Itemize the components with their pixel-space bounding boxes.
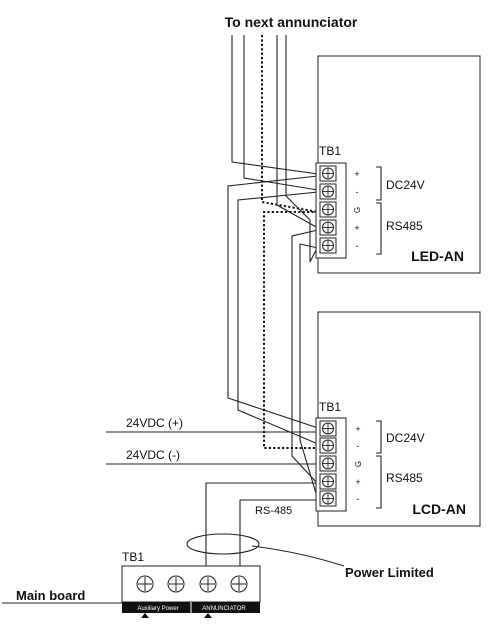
main-board-label: Main board: [16, 588, 85, 603]
main-terminal-3: [199, 575, 217, 593]
lcd-terminal-1: [319, 420, 337, 437]
lcd-tb1-label: TB1: [319, 400, 341, 414]
lcd-rs485-label: RS485: [386, 471, 423, 485]
led-mark-3: G: [353, 207, 362, 213]
power-limited-label: Power Limited: [345, 565, 434, 580]
wiring: [2, 35, 345, 604]
wire-dc-plus-top: [231, 35, 319, 175]
lcd-mark-5: -: [357, 494, 360, 504]
wire-shield-mid: [263, 211, 319, 466]
lcd-terminal-4: [319, 473, 337, 490]
to-next-annunciator-label: To next annunciator: [225, 14, 358, 30]
cable-bundle-ellipse: [186, 533, 260, 555]
vdc-minus-label: 24VDC (-): [126, 448, 180, 462]
rs485-wire-label: RS-485: [255, 505, 292, 517]
led-terminal-5: [319, 237, 337, 254]
power-limited-leader: [251, 545, 345, 567]
lcd-mark-3: G: [354, 461, 363, 467]
wire-rs485-a: [205, 482, 318, 568]
led-an-label: LED-AN: [411, 248, 464, 264]
led-terminal-2: [319, 183, 337, 200]
led-mark-5: -: [356, 241, 359, 251]
led-an-device: LED-AN TB1: [315, 55, 481, 274]
led-terminals: [319, 165, 337, 254]
wire-rs485-b: [239, 499, 318, 568]
lcd-rs-bracket: [376, 455, 382, 509]
lcd-terminal-3: [319, 455, 337, 472]
led-terminal-3: [319, 201, 337, 218]
led-rs485-label: RS485: [386, 219, 423, 233]
main-board-terminal-block: TB1 Aux: [121, 550, 261, 618]
lcd-terminal-5: [319, 490, 337, 507]
main-terminal-2: [167, 575, 185, 593]
main-terminals: [136, 575, 248, 593]
auxiliary-power-label: Auxiliary Power: [137, 606, 178, 612]
wire-rs-minus-mid: [299, 243, 319, 501]
vdc-plus-label: 24VDC (+): [126, 416, 183, 430]
aux-arrow-icon: [141, 613, 149, 618]
led-mark-2: -: [356, 187, 359, 197]
main-tb1-label: TB1: [122, 550, 144, 564]
led-rs-bracket: [376, 202, 382, 255]
lcd-mark-1: +: [355, 424, 360, 434]
lcd-dc-bracket: [376, 420, 382, 454]
lcd-an-label: LCD-AN: [412, 501, 466, 517]
led-dc24v-label: DC24V: [386, 178, 425, 192]
lcd-terminal-2: [319, 437, 337, 454]
wire-dc-minus-mid: [237, 191, 319, 445]
led-dc-bracket: [376, 166, 382, 201]
lcd-terminals: [319, 420, 337, 507]
led-terminal-4: [319, 219, 337, 236]
ann-arrow-icon: [204, 613, 212, 618]
wire-rs-plus-top: [276, 35, 319, 229]
lcd-an-device: LCD-AN TB1: [315, 311, 481, 527]
main-terminal-1: [136, 575, 154, 593]
main-terminal-4: [230, 575, 248, 593]
led-tb1-label: TB1: [319, 144, 341, 158]
lcd-mark-4: +: [355, 477, 360, 487]
lcd-mark-2: -: [357, 441, 360, 451]
led-terminal-1: [319, 165, 337, 182]
wire-rs-plus-mid: [291, 229, 319, 485]
annunciator-label: ANNUNCIATOR: [202, 606, 246, 612]
wire-rs-minus-top: [285, 35, 319, 263]
led-mark-1: +: [354, 169, 359, 179]
led-mark-4: +: [354, 223, 359, 233]
wire-dc-minus-top: [243, 35, 319, 191]
wire-dc-plus-mid: [227, 175, 319, 429]
lcd-dc24v-label: DC24V: [386, 431, 425, 445]
